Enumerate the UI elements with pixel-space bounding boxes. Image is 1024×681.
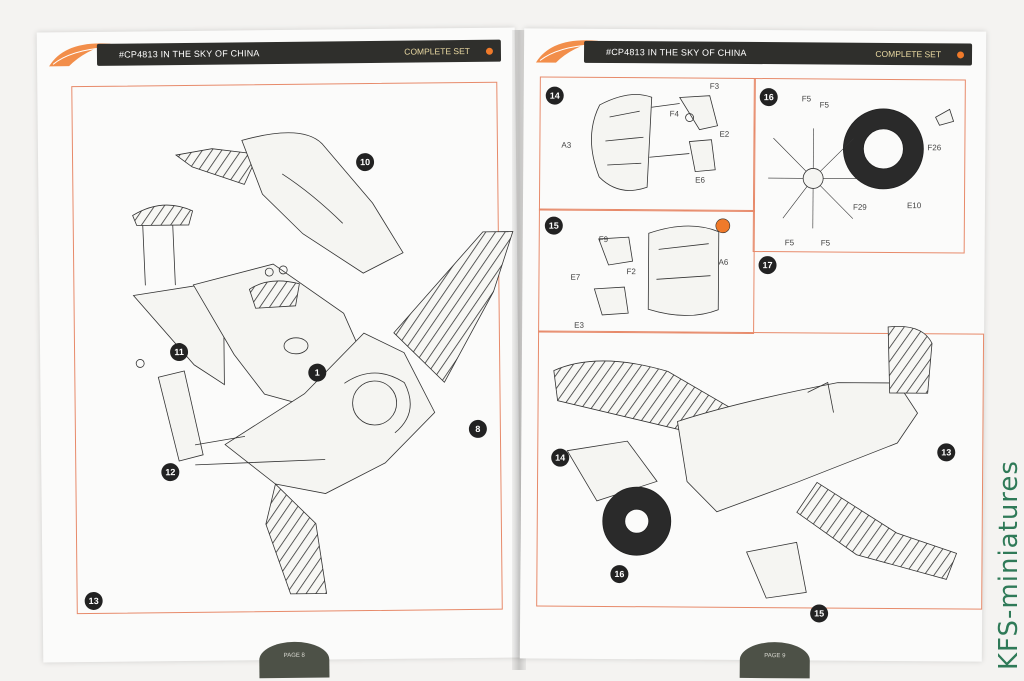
part-a3: A3: [561, 141, 571, 150]
watermark-text: KFS-miniatures: [994, 440, 1022, 670]
kit-code-title: #CP4813 IN THE SKY OF CHINA: [119, 48, 260, 59]
step-marker-8: 8: [469, 420, 487, 438]
part-e3: E3: [574, 321, 584, 330]
part-a6: A6: [719, 258, 729, 267]
step-marker-12: 12: [161, 463, 179, 481]
step-marker-16: 16: [760, 88, 778, 106]
set-label: COMPLETE SET: [875, 49, 941, 59]
step-marker-14-right: 14: [551, 449, 569, 467]
aircraft-final-assembly-drawing: [536, 330, 982, 607]
engine-assembly-16-drawing: [753, 78, 964, 251]
page-number-tab: PAGE 9: [740, 642, 810, 678]
set-label: COMPLETE SET: [404, 46, 470, 57]
cowling-assembly-15-drawing: [538, 209, 753, 332]
bullet-icon: [486, 47, 493, 54]
step-marker-13: 13: [85, 592, 103, 610]
step-marker-15-right: 15: [810, 604, 828, 622]
step-marker-17: 17: [758, 256, 776, 274]
step-marker-10: 10: [356, 153, 374, 171]
part-e7: E7: [570, 273, 580, 282]
bullet-icon: [957, 51, 964, 58]
page-header: #CP4813 IN THE SKY OF CHINA COMPLETE SET: [584, 41, 972, 66]
step-marker-11: 11: [170, 343, 188, 361]
part-f9: F9: [599, 235, 608, 244]
part-f3: F3: [710, 82, 719, 91]
step-marker-16-right: 16: [610, 565, 628, 583]
part-f29: F29: [853, 203, 867, 212]
step-marker-13-right: 13: [937, 443, 955, 461]
part-e6: E6: [695, 176, 705, 185]
part-f26: F26: [927, 143, 941, 152]
page-header: #CP4813 IN THE SKY OF CHINA COMPLETE SET: [97, 40, 501, 66]
part-f5-bottom-right: F5: [821, 238, 830, 247]
page-number-tab: PAGE 8: [259, 641, 329, 678]
step-marker-14: 14: [546, 87, 564, 105]
right-instruction-page: #CP4813 IN THE SKY OF CHINA COMPLETE SET…: [520, 28, 986, 661]
left-instruction-page: #CP4813 IN THE SKY OF CHINA COMPLETE SET…: [37, 28, 522, 663]
part-e10: E10: [907, 201, 921, 210]
fuselage-assembly-drawing: [71, 82, 500, 612]
part-f5-top-right: F5: [820, 100, 829, 109]
step-marker-15: 15: [545, 217, 563, 235]
part-e2: E2: [719, 130, 729, 139]
part-f5-bottom-left: F5: [785, 238, 794, 247]
kit-code-title: #CP4813 IN THE SKY OF CHINA: [606, 47, 747, 58]
part-f5-top-left: F5: [802, 94, 811, 103]
part-f4: F4: [670, 109, 679, 118]
step-marker-1: 1: [308, 364, 326, 382]
part-f2: F2: [626, 267, 635, 276]
